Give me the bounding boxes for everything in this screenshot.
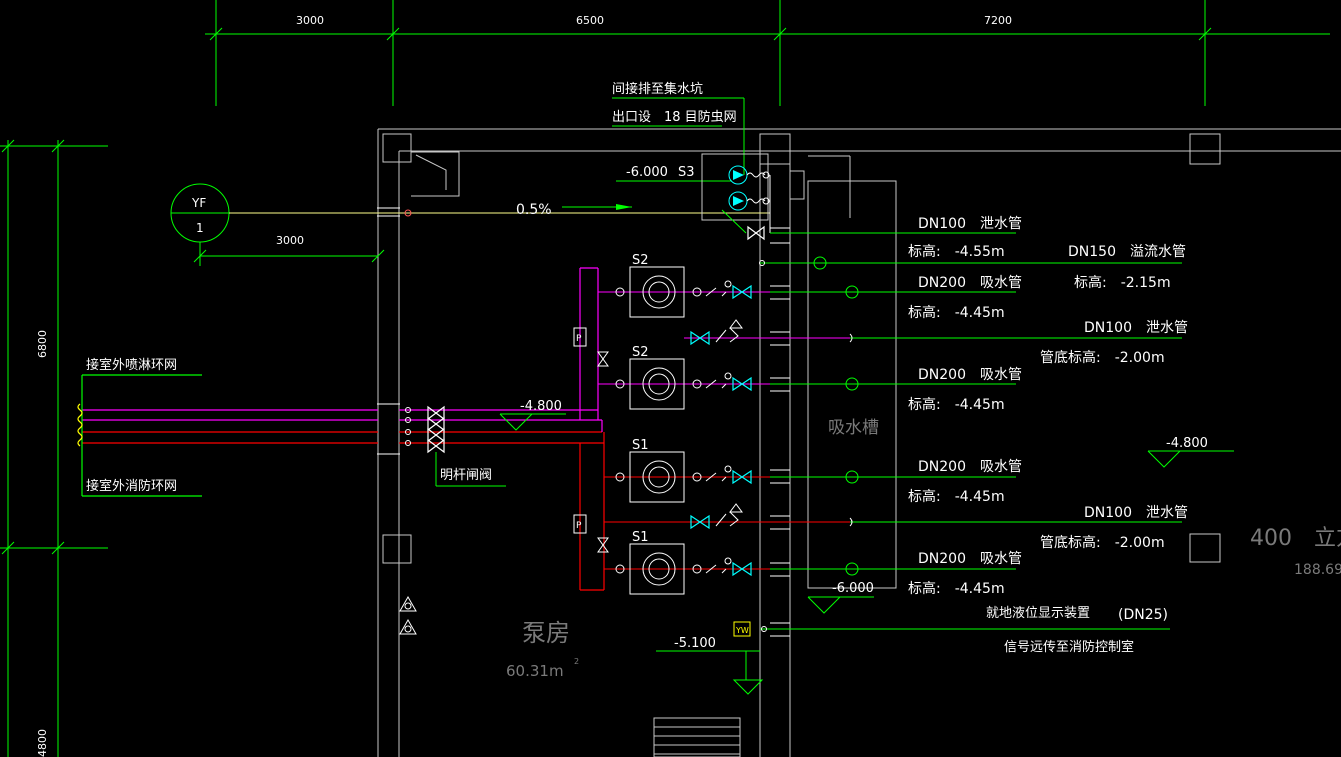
label-5-size: DN200 吸水管 bbox=[918, 367, 1022, 383]
label-5-elev: 标高: -4.45m bbox=[908, 396, 1005, 413]
level-device-name: 就地液位显示装置 bbox=[986, 606, 1090, 621]
trough-elevation: -6.000 bbox=[832, 581, 874, 596]
pump-tag-4: S1 bbox=[632, 530, 649, 545]
outdoor-connection-pipes bbox=[77, 374, 378, 497]
slope-label: 0.5% bbox=[516, 202, 552, 218]
drain-note-line2: 出口设 18 目防虫网 bbox=[612, 109, 737, 125]
pump-tag-3: S1 bbox=[632, 438, 649, 453]
floor-drain-symbols bbox=[399, 595, 417, 635]
dim-top-3: 7200 bbox=[984, 14, 1012, 27]
pressure-switch-upper bbox=[573, 327, 587, 347]
label-6-elev: 标高: -4.45m bbox=[908, 488, 1005, 505]
right-elevation-mark bbox=[1147, 450, 1234, 468]
pump-room-area-sup: 2 bbox=[574, 657, 579, 666]
header-sleeves bbox=[405, 407, 411, 446]
pump-row-3 bbox=[604, 451, 1016, 503]
yf-label: YF bbox=[191, 196, 206, 210]
s3-tag: S3 bbox=[678, 165, 695, 180]
yf-number: 1 bbox=[196, 221, 204, 235]
wall-sleeves bbox=[377, 207, 790, 637]
level-device-note: 信号远传至消防控制室 bbox=[1004, 639, 1134, 655]
label-8-size: DN200 吸水管 bbox=[918, 551, 1022, 567]
level-device-size: (DN25) bbox=[1118, 607, 1168, 623]
drain-overflow-leaders bbox=[721, 209, 1182, 632]
s3-elevation: -6.000 bbox=[626, 165, 668, 180]
pump-room-area: 60.31m bbox=[506, 662, 564, 680]
tank-name: 400 立方 bbox=[1250, 526, 1341, 551]
fire-network-label: 接室外消防环网 bbox=[86, 478, 177, 494]
label-3-size: DN150 溢流水管 bbox=[1068, 244, 1186, 260]
right-elevation: -4.800 bbox=[1166, 436, 1208, 451]
label-1-size: DN100 泄水管 bbox=[918, 216, 1022, 232]
header-elevation: -4.800 bbox=[520, 399, 562, 414]
pump-tag-1: S2 bbox=[632, 253, 649, 268]
trough-elevation-mark bbox=[807, 596, 874, 614]
dim-top-2: 6500 bbox=[576, 14, 604, 27]
s3-sump-pumps bbox=[701, 153, 771, 240]
header-pipes-inside bbox=[399, 267, 605, 591]
top-dimension-line bbox=[205, 0, 1330, 106]
label-1-elev: 标高: -4.55m bbox=[908, 243, 1005, 260]
building-walls bbox=[377, 128, 1341, 757]
label-4-size: DN100 泄水管 bbox=[1084, 320, 1188, 336]
tank-area: 188.69m bbox=[1294, 562, 1341, 578]
slope-arrow bbox=[562, 204, 632, 210]
dim-left-1: 6800 bbox=[36, 330, 49, 358]
relief-row-2 bbox=[604, 503, 1182, 529]
pump-row-1 bbox=[598, 266, 1016, 318]
left-dimension-line bbox=[0, 139, 108, 757]
yw-label: YW bbox=[735, 626, 749, 635]
drain-valves bbox=[597, 351, 609, 553]
dim-left-2: 4800 bbox=[36, 729, 49, 757]
pump-row-4 bbox=[604, 543, 1016, 595]
gate-valve-label: 明杆闸阀 bbox=[440, 468, 492, 483]
dim-pipe-run: 3000 bbox=[276, 234, 304, 247]
p-label-upper: P bbox=[576, 334, 582, 344]
header-elevation-mark bbox=[499, 413, 566, 431]
drain-note-line1: 间接排至集水坑 bbox=[612, 81, 703, 97]
label-6-size: DN200 吸水管 bbox=[918, 459, 1022, 475]
dim-top-1: 3000 bbox=[296, 14, 324, 27]
pit-elevation: -5.100 bbox=[674, 636, 716, 651]
pressure-switch-lower bbox=[573, 514, 587, 534]
label-2-size: DN200 吸水管 bbox=[918, 275, 1022, 291]
gate-valves bbox=[427, 406, 506, 487]
label-4-elev: 管底标高: -2.00m bbox=[1040, 349, 1165, 366]
label-2-elev: 标高: -4.45m bbox=[908, 304, 1005, 321]
label-7-elev: 管底标高: -2.00m bbox=[1040, 534, 1165, 551]
label-8-elev: 标高: -4.45m bbox=[908, 580, 1005, 597]
pump-row-2 bbox=[598, 358, 1016, 410]
pit-elevation-mark bbox=[656, 650, 764, 695]
label-7-size: DN100 泄水管 bbox=[1084, 505, 1188, 521]
pump-room-name: 泵房 bbox=[522, 619, 570, 647]
relief-row-1 bbox=[684, 319, 1182, 345]
drain-pipe-fitting bbox=[404, 209, 412, 217]
pump-tag-2: S2 bbox=[632, 345, 649, 360]
trough-name: 吸水槽 bbox=[828, 418, 879, 438]
p-label-lower: P bbox=[576, 521, 582, 531]
label-3-elev: 标高: -2.15m bbox=[1074, 274, 1171, 291]
spray-network-label: 接室外喷淋环网 bbox=[86, 357, 177, 373]
level-indicator bbox=[733, 621, 751, 637]
